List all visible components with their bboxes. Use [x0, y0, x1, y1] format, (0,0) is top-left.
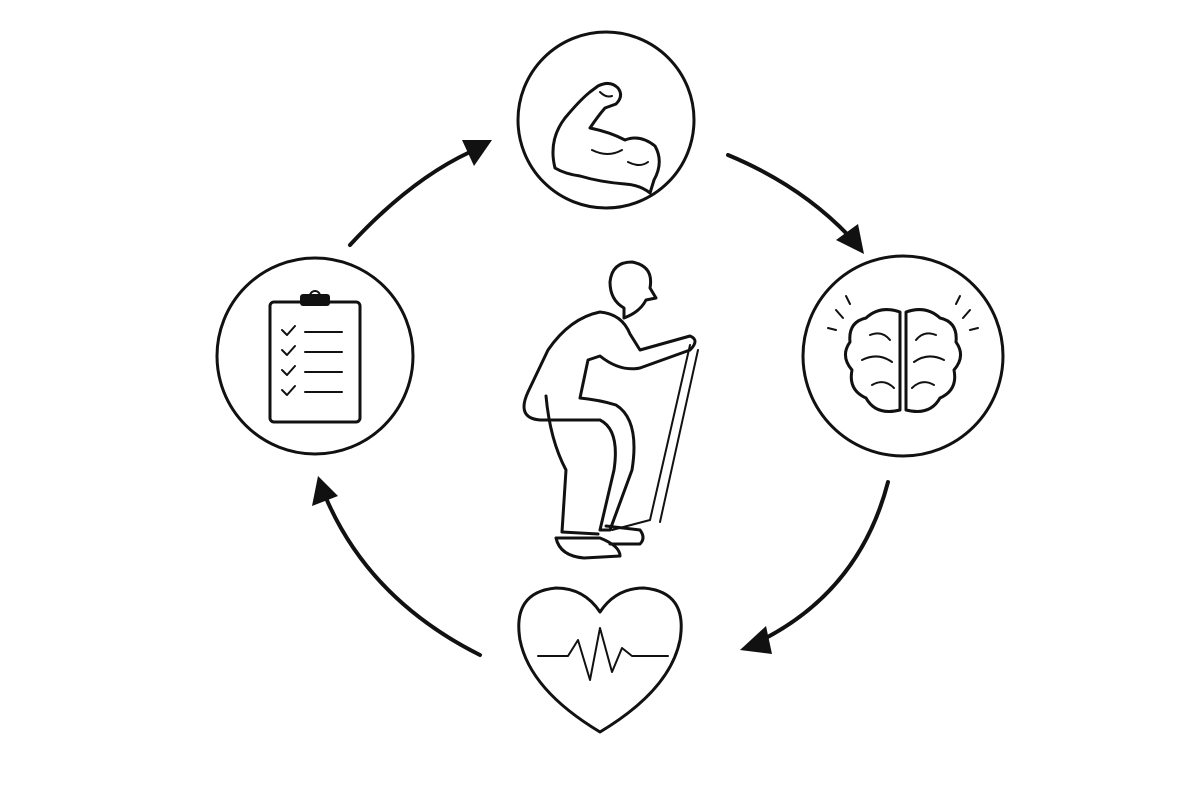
heartbeat-icon [537, 627, 669, 681]
brain-node [801, 254, 1005, 458]
flexed-bicep-icon [551, 81, 661, 195]
brain-icon [827, 295, 979, 413]
checklist-node [215, 256, 415, 456]
heart-node [517, 586, 683, 734]
person-squat-resistance-band-icon [522, 260, 699, 560]
arrow-brain-to-heart [740, 480, 890, 654]
muscle-node [516, 30, 696, 210]
checklist-clipboard-icon [268, 290, 362, 424]
arrow-muscle-to-brain [726, 153, 864, 254]
arrow-heart-to-checklist [312, 476, 482, 657]
arrow-checklist-to-muscle [348, 140, 492, 247]
